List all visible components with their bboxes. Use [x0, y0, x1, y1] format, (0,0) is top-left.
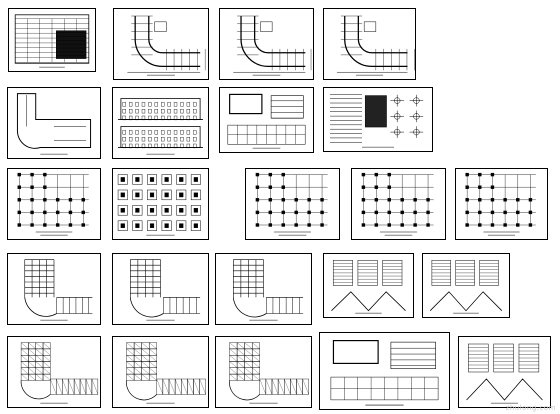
- drawing-sheet-details-small[interactable]: [219, 87, 314, 153]
- drawing-sheet-section-details[interactable]: [319, 332, 450, 410]
- drawing-sheet-slab-plan-1[interactable]: [7, 336, 101, 408]
- sheet-thumbnail-stair: [466, 343, 543, 404]
- drawing-sheet-slab-plan-3[interactable]: [215, 336, 312, 408]
- sheet-thumbnail-curved-plan: [127, 15, 206, 76]
- sheet-thumbnail-footing-details: [117, 174, 201, 236]
- sheet-thumbnail-grid-plan: [17, 172, 89, 236]
- sheet-thumbnail-stair: [429, 260, 503, 314]
- drawing-sheet-beam-plan-2[interactable]: [112, 253, 209, 325]
- sheet-thumbnail-detail: [227, 93, 306, 149]
- sheet-thumbnail-grid-plan: [255, 172, 328, 236]
- watermark: zhulong.com: [505, 404, 556, 412]
- drawing-sheet-beam-plan-3[interactable]: [215, 253, 312, 325]
- drawing-sheet-foundation-1[interactable]: [7, 168, 101, 240]
- drawing-sheet-elevations[interactable]: [112, 87, 209, 159]
- drawing-sheet-plan-1[interactable]: [113, 8, 209, 80]
- drawing-sheet-slab-plan-2[interactable]: [112, 336, 209, 408]
- drawing-sheet-plan-3[interactable]: [323, 8, 416, 80]
- drawing-sheet-roof-plan[interactable]: [7, 87, 101, 159]
- drawing-sheet-notes[interactable]: [323, 87, 433, 152]
- sheet-thumbnail-detail: [330, 340, 439, 406]
- drawing-sheet-stair-2[interactable]: [422, 253, 510, 318]
- sheet-thumbnail-slab: [229, 342, 309, 404]
- sheet-thumbnail-framing: [232, 259, 304, 321]
- drawing-sheet-footings[interactable]: [112, 168, 209, 240]
- sheet-thumbnail-curved-plan: [336, 15, 415, 76]
- sheet-thumbnail-framing: [24, 259, 93, 321]
- sheet-thumbnail-elevation: [118, 98, 203, 155]
- drawing-sheet-plan-2[interactable]: [219, 8, 314, 80]
- drawing-sheet-column-plan-1[interactable]: [245, 168, 340, 240]
- sheet-thumbnail-grid-plan: [465, 172, 536, 236]
- drawing-sheet-stair-1[interactable]: [323, 253, 414, 318]
- drawing-sheet-column-plan-2[interactable]: [351, 168, 446, 240]
- drawing-sheet-beam-plan-1[interactable]: [7, 253, 101, 325]
- drawing-sheet-column-plan-3[interactable]: [455, 168, 548, 240]
- sheet-thumbnail-stair: [331, 260, 406, 314]
- drawing-sheet-cover[interactable]: [8, 8, 96, 72]
- drawing-sheet-stair-3[interactable]: [458, 336, 551, 408]
- sheet-thumbnail-grid-plan: [361, 172, 434, 236]
- sheet-thumbnail-curved-plan: [233, 15, 312, 76]
- sheet-thumbnail-slab: [126, 342, 206, 404]
- sheet-thumbnail-slab: [20, 342, 99, 404]
- sheet-thumbnail-roof: [16, 93, 92, 155]
- sheet-thumbnail-notes: [330, 94, 424, 148]
- sheet-thumbnail-table-sheet: [14, 14, 90, 68]
- sheet-thumbnail-framing: [129, 259, 201, 321]
